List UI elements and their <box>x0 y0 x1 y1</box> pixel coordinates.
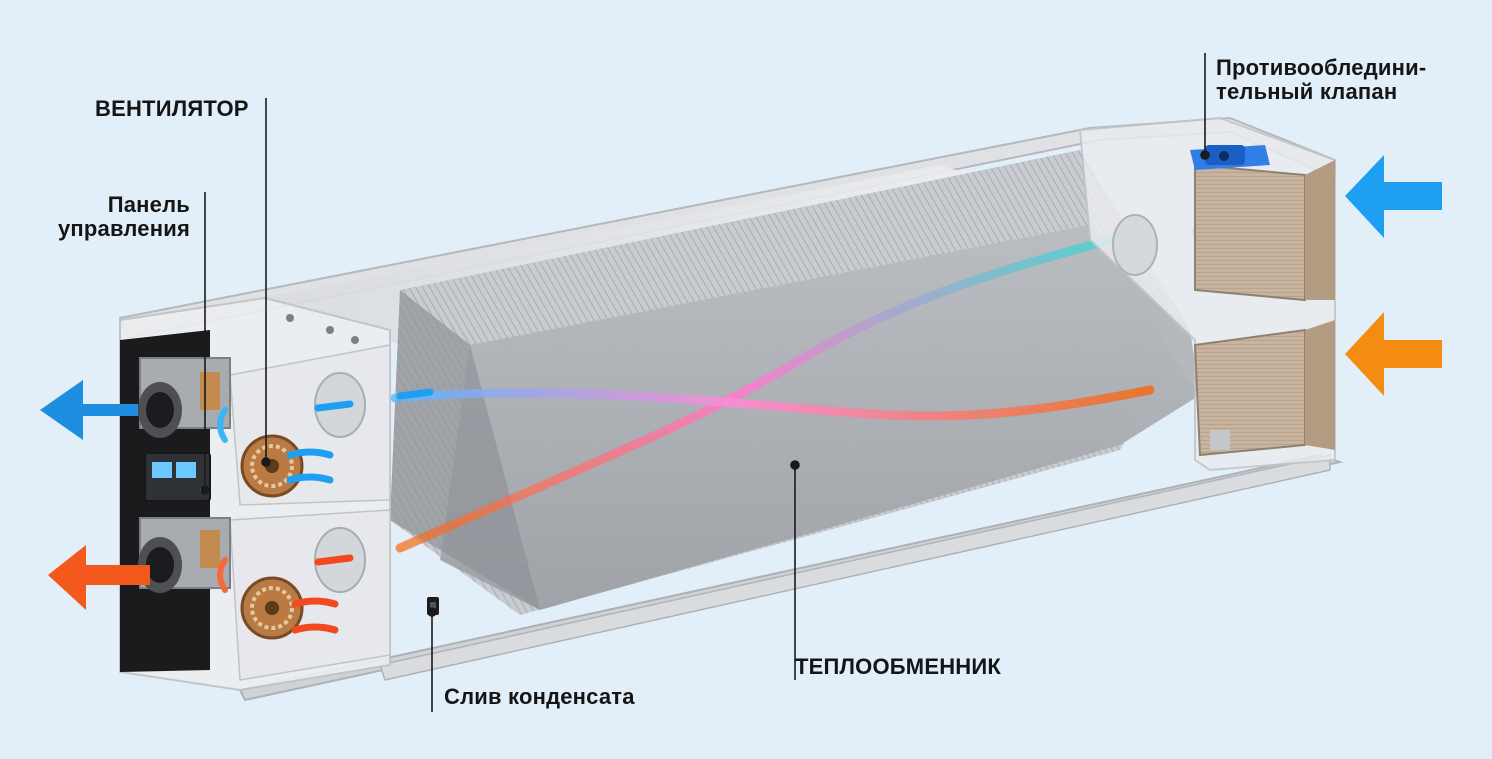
intake-module <box>1078 116 1336 472</box>
anti-icing-valve-label-line: тельный клапан <box>1216 79 1398 104</box>
fan-icon <box>240 576 304 640</box>
control-panel-label-line: Панель <box>107 192 190 217</box>
control-panel-label: Панель управления <box>40 193 190 241</box>
arrow-icon <box>48 545 150 610</box>
arrow-icon <box>40 380 138 440</box>
control-panel-label-line: управления <box>57 216 190 241</box>
arrow-icon <box>1345 155 1442 238</box>
control-panel <box>144 452 211 502</box>
heat-exchanger-label: ТЕПЛООБМЕННИК <box>795 654 1002 679</box>
condensate-drain-label: Слив конденсата <box>444 684 635 709</box>
heat-exchanger-core <box>390 150 1200 615</box>
callout-leaders <box>200 53 1210 712</box>
fan-label: ВЕНТИЛЯТОР <box>95 96 249 121</box>
arrow-icon <box>1345 312 1442 396</box>
valve-icon <box>1190 145 1270 170</box>
fan-icon <box>240 434 304 498</box>
anti-icing-valve-label-line: Противообледини- <box>1216 55 1427 80</box>
anti-icing-valve-label: Противообледини- тельный клапан <box>1216 56 1426 104</box>
fan-flow-marks <box>217 388 434 634</box>
